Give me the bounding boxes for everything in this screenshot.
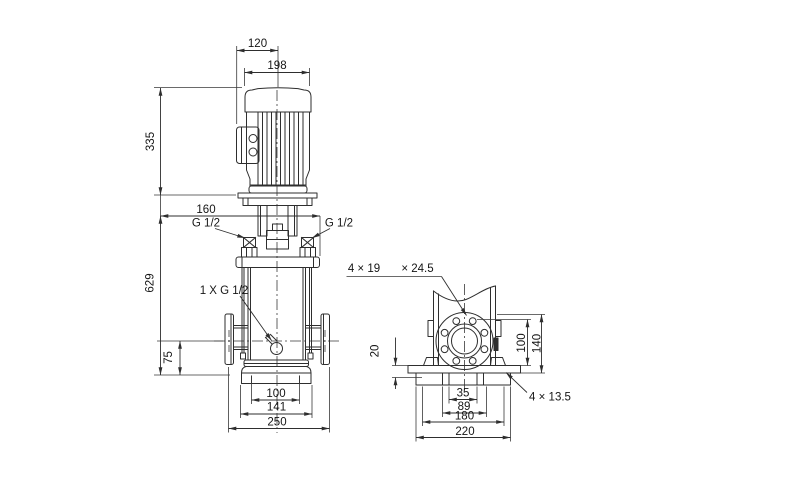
- motor: [236, 87, 318, 206]
- base-holes-label: 4 × 13.5: [529, 392, 571, 404]
- port-pipes: [233, 325, 322, 350]
- dim-250: 250: [267, 417, 286, 429]
- hex-nut-left: [241, 247, 258, 258]
- front-centerlines: [214, 90, 341, 433]
- dim-160: 160: [196, 204, 215, 216]
- motor-fins: [249, 112, 307, 186]
- sleeve: [247, 267, 306, 361]
- hex-nut-right: [299, 247, 316, 258]
- cable-entry-bottom: [248, 147, 258, 157]
- bolt-hole: [480, 328, 489, 337]
- break-line: [432, 285, 497, 302]
- flange-tab-left: [427, 320, 434, 337]
- fan-cover: [244, 87, 312, 113]
- flange-bore: [451, 327, 478, 355]
- dim-100-front: 100: [266, 388, 285, 400]
- flange-tab-right: [495, 320, 502, 337]
- extension-lines-side: [346, 276, 545, 442]
- bolt-hole: [468, 357, 477, 365]
- terminal-box: [236, 126, 260, 164]
- leader-base-holes: [505, 372, 528, 393]
- nameplate-clip: [493, 337, 499, 351]
- flange-bolt-label: 4 × 19: [348, 263, 380, 275]
- motor-frame: [246, 111, 310, 187]
- dim-100-side: 100: [516, 333, 528, 352]
- pump-head: [235, 205, 320, 268]
- dim-89: 89: [458, 401, 471, 413]
- staybolt-nut-right: [307, 352, 314, 360]
- dim-180: 180: [455, 411, 474, 423]
- drain-port-label: 1 X G 1/2: [200, 285, 249, 297]
- g-half-right-label: G 1/2: [325, 218, 353, 230]
- drain-plug: [270, 342, 283, 355]
- bolt-hole: [440, 345, 449, 354]
- base-front: [241, 365, 312, 384]
- discharge-flange: [320, 313, 330, 365]
- bolt-hole: [452, 357, 461, 365]
- dimension-annotations: 120 198 335 160 629 75 G 1/2 G 1/2 1 X G…: [145, 38, 571, 442]
- dim-35: 35: [457, 388, 470, 400]
- extension-lines-front: [154, 46, 330, 433]
- bolt-hole: [480, 345, 489, 354]
- g-half-left-label: G 1/2: [192, 218, 220, 230]
- dim-120: 120: [248, 38, 267, 50]
- leader-drain: [239, 295, 272, 341]
- cable-entry-top: [248, 134, 258, 143]
- dim-140: 140: [532, 334, 544, 353]
- gauge-plug-left: [242, 236, 257, 249]
- base-side: [407, 365, 521, 386]
- dim-198: 198: [267, 60, 286, 72]
- bolt-hole: [440, 328, 449, 337]
- leader-g12-right: [311, 228, 331, 239]
- leader-flange-bolts: [441, 276, 467, 316]
- dim-629: 629: [145, 273, 157, 292]
- support-chocks: [422, 357, 507, 367]
- shaft-end: [272, 223, 283, 231]
- staybolts: [241, 267, 312, 354]
- guard-right: [287, 205, 298, 237]
- dim-141: 141: [267, 402, 286, 414]
- bolt-hole: [468, 317, 477, 326]
- motor-plate-top: [237, 192, 318, 199]
- flange-raised-face: [447, 323, 482, 359]
- suction-flange: [224, 313, 234, 365]
- staybolt-nut-left: [240, 352, 246, 360]
- guard-left: [257, 205, 268, 237]
- front-view: [214, 87, 341, 433]
- leader-g12-left: [214, 228, 246, 239]
- end-shield: [248, 185, 308, 194]
- head-flange: [235, 256, 320, 268]
- gauge-plug-right: [300, 236, 315, 249]
- motor-plate-bottom: [242, 197, 313, 206]
- dim-335: 335: [145, 132, 157, 151]
- dim-220: 220: [455, 426, 474, 438]
- bolt-hole: [452, 317, 461, 326]
- side-view: [407, 284, 521, 392]
- dim-75: 75: [163, 351, 175, 364]
- dim-20: 20: [370, 345, 382, 358]
- flange-bolt-counterbore-label: × 24.5: [401, 263, 433, 275]
